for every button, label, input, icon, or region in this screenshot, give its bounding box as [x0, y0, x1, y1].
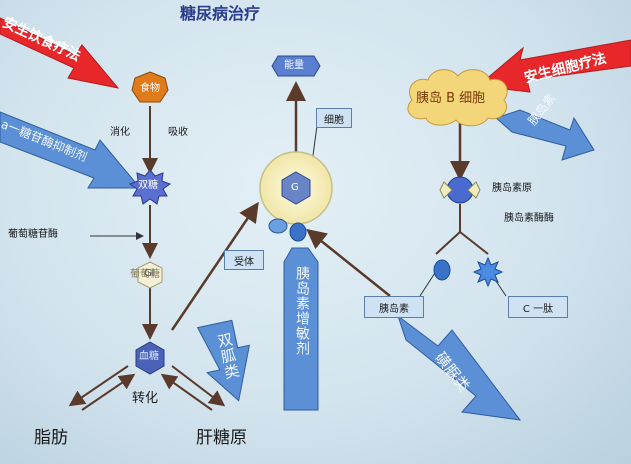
glucose-inner-label: Gl: [144, 268, 155, 279]
blood-sugar-label: 血糖: [139, 351, 159, 362]
c-peptide-label: C 一肽: [522, 303, 554, 315]
glucosidase-label: 葡萄糖苷酶: [8, 229, 58, 240]
protease-label: 胰岛素酶酶: [504, 213, 554, 224]
sensitizer-label: 胰岛素增敏剂: [294, 266, 310, 356]
insulin-molecule: [433, 259, 451, 281]
fat-label: 脂肪: [34, 428, 68, 448]
cell-label: 细胞: [324, 114, 344, 126]
sulfonylurea-arrow: [397, 314, 522, 421]
blood-sugar-node: [135, 341, 165, 375]
beta-cell-node: [407, 69, 508, 127]
proinsulin-node: [439, 176, 481, 204]
disaccharide-node: [128, 169, 172, 205]
cell-node: [259, 151, 333, 242]
alpha-inhibitor-arrow: [0, 111, 142, 189]
food-node: [131, 71, 169, 103]
digest-label: 消化: [110, 127, 130, 138]
glucose-label: 葡萄糖: [130, 269, 160, 280]
energy-node: [271, 55, 321, 77]
beta-cell-label: 胰岛 B 细胞: [416, 91, 486, 106]
insulin-box: 胰岛素: [364, 296, 424, 318]
glycogen-label: 肝糖原: [196, 428, 247, 448]
page-title: 糖尿病治疗: [180, 4, 261, 23]
disaccharide-label: 双糖: [138, 180, 158, 191]
energy-label: 能量: [284, 60, 304, 71]
absorb-label: 吸收: [168, 127, 188, 138]
c-peptide-box: C 一肽: [508, 296, 568, 318]
insulin-label: 胰岛素: [379, 303, 409, 315]
transform-label: 转化: [132, 391, 159, 406]
insulin-drug-arrow: [495, 109, 595, 161]
diet-therapy-arrow: [0, 17, 120, 89]
glucose-node: [137, 261, 163, 289]
biguanide-arrow: [196, 319, 251, 402]
cell-g-label: G: [291, 182, 299, 193]
food-label: 食物: [140, 83, 160, 94]
c-peptide-molecule: [472, 256, 504, 288]
cell-box: 细胞: [316, 108, 352, 128]
proinsulin-label: 胰岛素原: [492, 183, 532, 194]
receptor-label: 受体: [234, 256, 254, 268]
receptor-box: 受体: [224, 250, 264, 270]
